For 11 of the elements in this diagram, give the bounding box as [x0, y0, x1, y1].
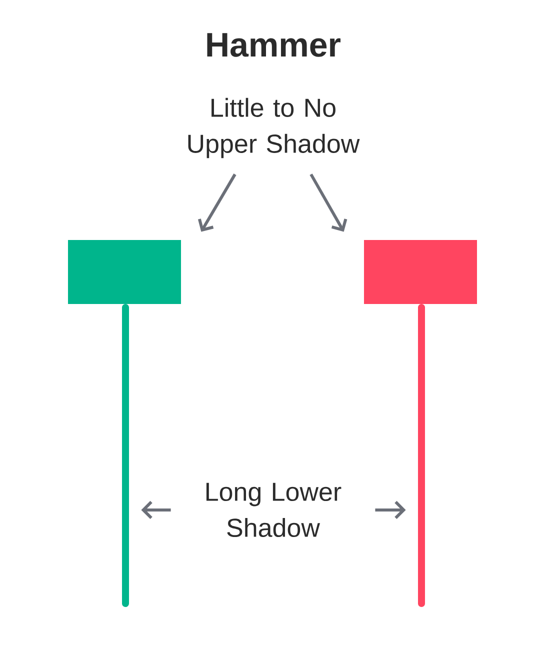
candle-wick	[122, 304, 129, 607]
title: Hammer	[207, 33, 340, 57]
arrow	[375, 500, 406, 520]
callout-text: Little to No Upper Shadow	[188, 98, 360, 158]
candle-body	[68, 240, 181, 304]
candle-body	[364, 240, 477, 304]
arrow	[198, 174, 236, 232]
candle-wick	[418, 304, 425, 607]
callout-text: Long Lower Shadow	[206, 482, 342, 538]
arrow	[310, 174, 348, 232]
arrow	[141, 500, 171, 520]
